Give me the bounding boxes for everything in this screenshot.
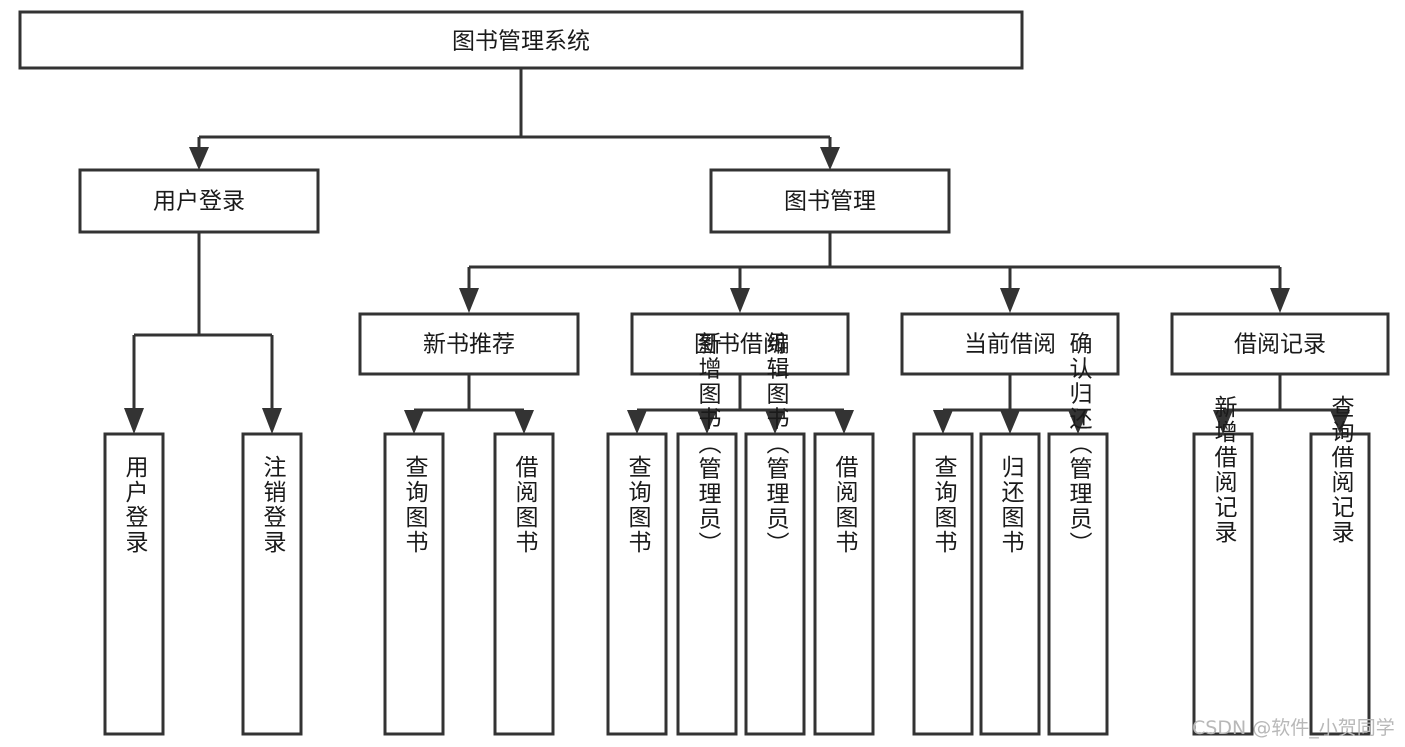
leaf-book-borrow-1[interactable]: 查询图书 [606,432,668,736]
leaf-current-borrow-1-label: 查询图书 [930,455,958,555]
arrow-currentborrow-leaf3 [1068,410,1088,434]
leaf-current-borrow-1[interactable]: 查询图书 [912,432,974,736]
leaf-borrow-record-1[interactable]: 新增借阅记录 [1192,395,1254,736]
leaf-book-borrow-3[interactable]: 编辑图书（管理员） [744,332,806,736]
leaf-new-book-2[interactable]: 借阅图书 [493,432,555,736]
leaf-new-book-1-label: 查询图书 [401,455,429,555]
node-user-login[interactable]: 用户登录 [78,168,320,234]
connector-group-new-book [404,374,534,434]
arrow-bm-to-l3c [1000,288,1020,313]
node-book-borrow-box[interactable] [630,312,850,376]
leaf-borrow-record-1-box[interactable] [1192,432,1254,736]
leaf-user-login-1-box[interactable] [103,432,165,736]
node-root-box[interactable] [18,10,1024,70]
connector-group-root [189,68,840,170]
node-current-borrow[interactable]: 当前借阅 [900,312,1120,376]
leaf-current-borrow-2-box[interactable] [979,432,1041,736]
connector-group-borrow-record [1213,374,1350,434]
leaf-current-borrow-3-box[interactable] [1047,432,1109,736]
leaf-current-borrow-1-box[interactable] [912,432,974,736]
leaf-borrow-record-1-label: 新增借阅记录 [1210,395,1238,545]
leaf-current-borrow-2[interactable]: 归还图书 [979,432,1041,736]
node-root-label: 图书管理系统 [452,29,590,55]
arrow-bm-to-l3d [1270,288,1290,313]
node-book-manage-label: 图书管理 [784,189,876,215]
arrow-root-to-l2b [820,147,840,170]
arrow-bookborrow-leaf2 [697,410,717,434]
arrow-userlogin-leaf1 [124,408,144,434]
leaf-new-book-1-box[interactable] [383,432,445,736]
leaf-new-book-2-box[interactable] [493,432,555,736]
leaf-book-borrow-4-label: 借阅图书 [831,455,859,555]
arrow-bm-to-l3a [459,288,479,313]
leaf-book-borrow-2-label: 新增图书（管理员） [694,332,722,557]
leaf-current-borrow-3[interactable]: 确认归还（管理员） [1047,332,1109,736]
connector-group-book-borrow [627,374,854,434]
arrow-currentborrow-leaf2 [1000,410,1020,434]
node-book-borrow[interactable]: 图书借阅 [630,312,850,376]
node-borrow-record-box[interactable] [1170,312,1390,376]
arrow-newbook-leaf1 [404,410,424,434]
node-new-book-recommend-box[interactable] [358,312,580,376]
connector-group-current-borrow [933,374,1088,434]
leaf-user-login-2-label: 注销登录 [259,455,287,555]
leaf-book-borrow-3-label: 编辑图书（管理员） [762,332,790,557]
arrow-root-to-l2a [189,147,209,170]
arrow-bookborrow-leaf3 [765,410,785,434]
node-borrow-record-label: 借阅记录 [1234,332,1326,358]
arrow-borrowrecord-leaf1 [1213,410,1233,434]
connector-group-book-manage [459,232,1290,313]
arrow-userlogin-leaf2 [262,408,282,434]
node-current-borrow-box[interactable] [900,312,1120,376]
leaf-borrow-record-2-label: 查询借阅记录 [1327,395,1355,545]
node-new-book-recommend[interactable]: 新书推荐 [358,312,580,376]
node-book-borrow-label: 图书借阅 [694,332,786,358]
leaf-borrow-record-2[interactable]: 查询借阅记录 [1309,395,1371,736]
leaf-book-borrow-4[interactable]: 借阅图书 [813,432,875,736]
leaf-new-book-1[interactable]: 查询图书 [383,432,445,736]
arrow-currentborrow-leaf1 [933,410,953,434]
leaf-book-borrow-2-box[interactable] [676,432,738,736]
node-user-login-label: 用户登录 [153,189,245,215]
arrow-borrowrecord-leaf2 [1330,410,1350,434]
arrow-bookborrow-leaf4 [834,410,854,434]
leaf-user-login-1-label: 用户登录 [121,455,149,555]
leaf-user-login-1[interactable]: 用户登录 [103,432,165,736]
leaf-book-borrow-1-box[interactable] [606,432,668,736]
arrow-bookborrow-leaf1 [627,410,647,434]
node-current-borrow-label: 当前借阅 [964,332,1056,358]
leaf-book-borrow-3-box[interactable] [744,432,806,736]
leaf-book-borrow-2[interactable]: 新增图书（管理员） [676,332,738,736]
leaf-book-borrow-4-box[interactable] [813,432,875,736]
node-user-login-box[interactable] [78,168,320,234]
connector-group-user-login [124,232,282,434]
node-book-manage-box[interactable] [709,168,951,234]
leaf-current-borrow-2-label: 归还图书 [997,455,1025,555]
node-root[interactable]: 图书管理系统 [18,10,1024,70]
leaf-borrow-record-2-box[interactable] [1309,432,1371,736]
node-book-manage[interactable]: 图书管理 [709,168,951,234]
leaf-current-borrow-3-label: 确认归还（管理员） [1065,332,1093,557]
arrow-newbook-leaf2 [514,410,534,434]
leaf-new-book-2-label: 借阅图书 [511,455,539,555]
node-new-book-recommend-label: 新书推荐 [423,332,515,358]
leaf-book-borrow-1-label: 查询图书 [624,455,652,555]
leaf-user-login-2[interactable]: 注销登录 [241,432,303,736]
arrow-bm-to-l3b [730,288,750,313]
node-borrow-record[interactable]: 借阅记录 [1170,312,1390,376]
leaf-user-login-2-box[interactable] [241,432,303,736]
